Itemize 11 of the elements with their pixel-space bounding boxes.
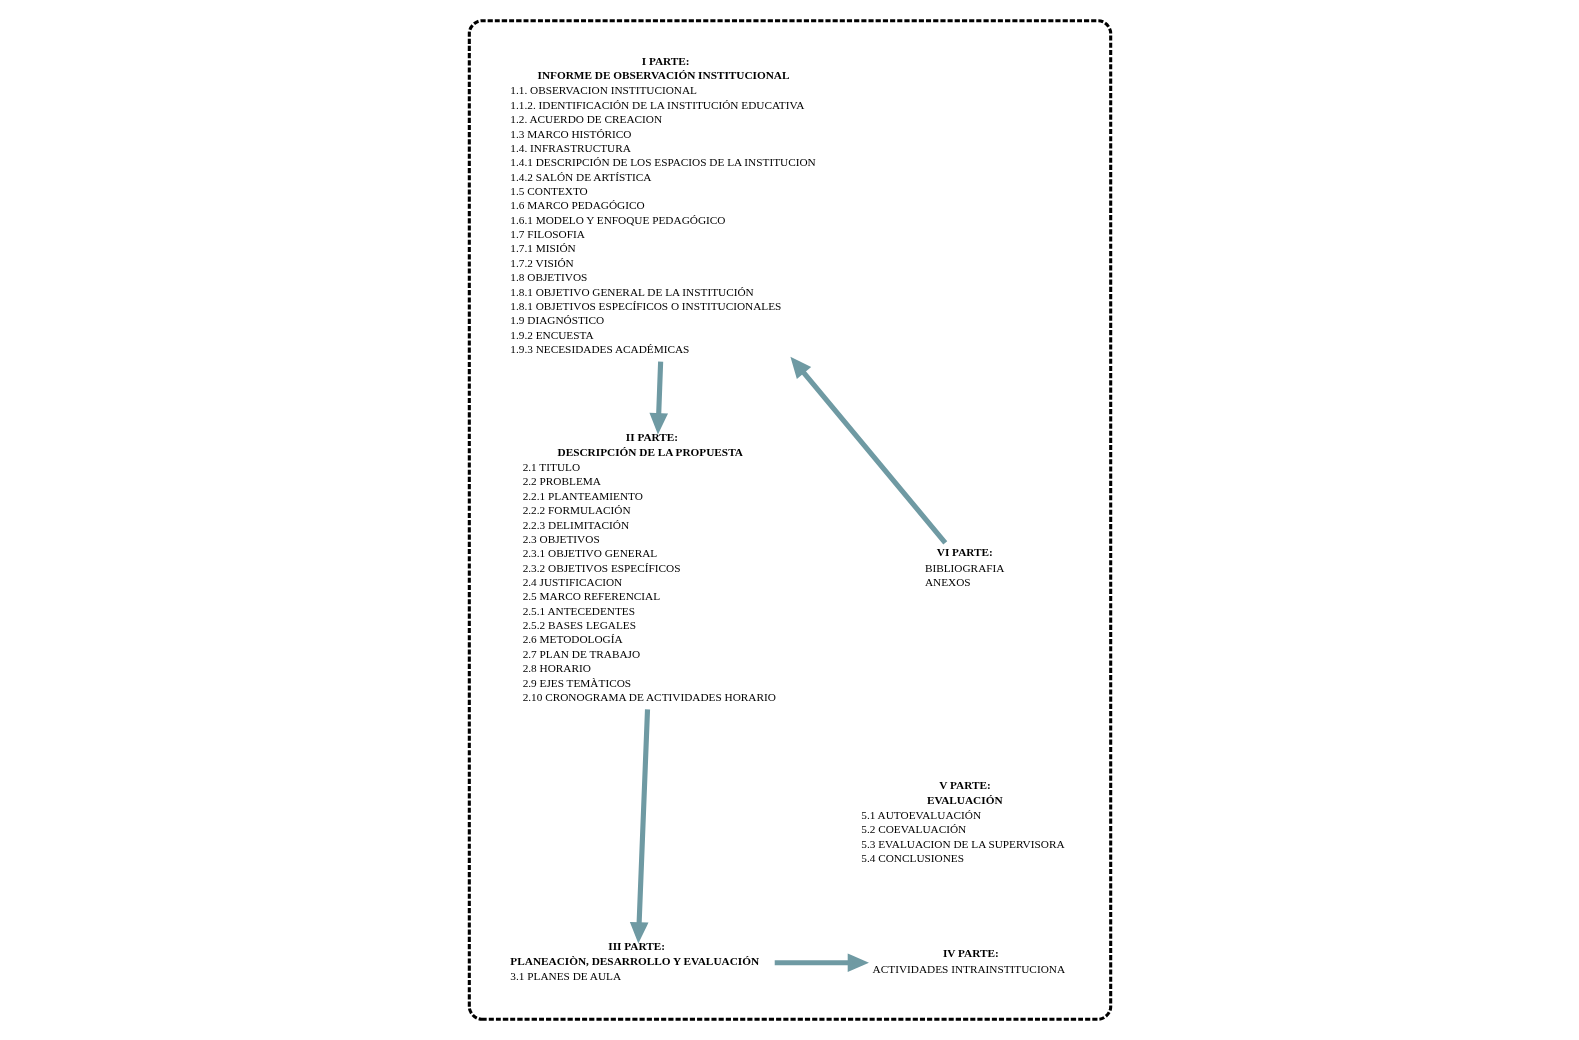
node-text: III PARTE: PLANEACIÒN, DESARROLLO Y EVALUACIÓN 3.1 PLANES DE AULA (509, 940, 759, 983)
arrow (629, 709, 650, 944)
node-text: II PARTE: DESCRIPCIÓN DE LA PROPUESTA 2.1 TITULO 2.2 PROBLEMA 2.2.1 PLANTEAMIENTO 2.2.2 FORMULACIÓN 2.2.3 DELIMITACIÓN 2.3 OBJETIVOS 2.3.1 OBJETIVO GENERAL 2.3.2 OBJETIVOS ESPECÍFICOS 2.4 JUSTIFICACION 2.5 MARCO REFERENCIAL 2.5.1 ANTECEDENTES 2.5.2 BASES LEGALES 2.6 METODOLOGÍA 2.7 PLAN DE TRABAJO 2.8 HORARIO 2.9 EJES TEMÀTICOS 2.10 CRONOGRAMA DE ACTIVIDADES HORARIO (522, 431, 776, 703)
arrow (774, 953, 869, 973)
arrow (789, 356, 947, 545)
cluster (467, 19, 1112, 1021)
node-text: V PARTE: EVALUACIÓN 5.1 AUTOEVALUACIÓN 5.2 COEVALUACIÓN 5.3 EVALUACION DE LA SUPERVISORA 5.4 CONCLUSIONES (860, 779, 1065, 865)
node-text: VI PARTE: BIBLIOGRAFIA ANEXOS (924, 546, 1004, 588)
node-text: I PARTE: INFORME DE OBSERVACIÓN INSTITUCIONAL 1.1. OBSERVACION INSTITUCIONAL 1.1.2. IDENTIFICACIÓN DE LA INSTITUCIÓN EDUCATIVA 1.2. ACUERDO DE CREACION 1.3 MARCO HISTÓRICO 1.4. INFRASTRUCTURA 1.4.1 DESCRIPCIÓN DE LOS ESPACIOS DE LA INSTITUCION 1.4.2 SALÓN DE ARTÍSTICA 1.5 CONTEXTO 1.6 MARCO PEDAGÓGICO 1.6.1 MODELO Y ENFOQUE PEDAGÓGICO 1.7 FILOSOFIA 1.7.1 MISIÓN 1.7.2 VISIÓN 1.8 OBJETIVOS 1.8.1 OBJETIVO GENERAL DE LA INSTITUCIÓN 1.8.1 OBJETIVOS ESPECÍFICOS O INSTITUCIONALES 1.9 DIAGNÓSTICO 1.9.2 ENCUESTA 1.9.3 NECESIDADES ACADÉMICAS (509, 54, 816, 356)
node-text: IV PARTE: ACTIVIDADES INTRAINSTITUCIONA (872, 947, 1065, 975)
arrow (648, 361, 668, 435)
